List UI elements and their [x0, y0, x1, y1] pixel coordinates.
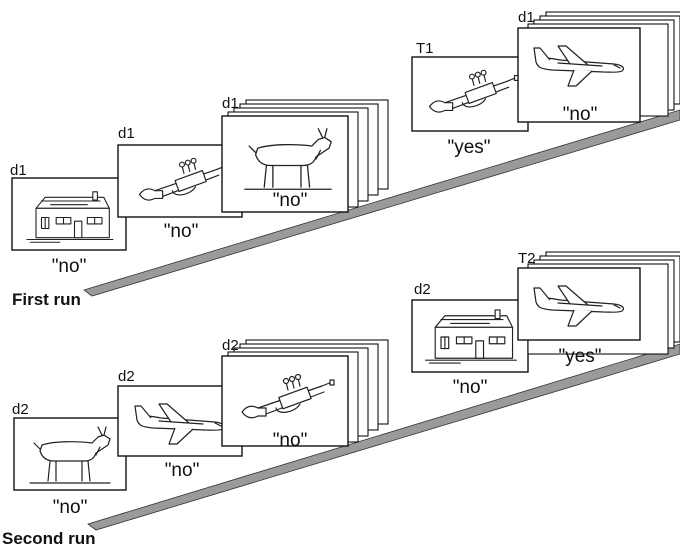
run1-card-1-tag: d1 — [10, 162, 27, 179]
run2-card-4-response: "no" — [453, 377, 488, 398]
run1-card-4-response: "yes" — [447, 137, 490, 158]
run1-card-2-tag: d1 — [118, 125, 135, 142]
run2-card-2-tag: d2 — [118, 368, 135, 385]
run2-card-5: T2 "yes" — [517, 250, 680, 367]
run2-card-5-tag: T2 — [518, 250, 536, 267]
second-run-time-wedge — [87, 343, 680, 531]
run1-card-5-response: "no" — [563, 104, 598, 125]
first-run-time-wedge — [83, 109, 680, 297]
run1-card-3-response: "no" — [273, 190, 308, 211]
run1-card-1-response: "no" — [52, 256, 87, 277]
run2-card-3-response: "no" — [273, 430, 308, 451]
run2-card-2-response: "no" — [165, 460, 200, 481]
second-run-label: Second run — [2, 529, 96, 546]
run2-card-1-tag: d2 — [12, 401, 29, 418]
run1-card-4-tag: T1 — [416, 40, 434, 57]
run2-card-4-tag: d2 — [414, 281, 431, 298]
first-run-label: First run — [12, 290, 81, 309]
run1-card-3-tag: d1 — [222, 95, 239, 112]
run1-card-5: d1 "no" — [517, 9, 680, 125]
first-run-group: d1 "no" d1 "no" d1 "no" T1 — [10, 9, 680, 309]
run1-card-1: d1 "no" — [10, 162, 127, 277]
run2-card-4: d2 "no" — [411, 281, 529, 398]
run2-card-3: d2 "no" — [221, 337, 389, 451]
run2-card-1: d2 "no" — [12, 401, 127, 518]
run1-card-2-response: "no" — [164, 221, 199, 242]
run2-card-3-tag: d2 — [222, 337, 239, 354]
run1-card-4: T1 "yes" — [411, 40, 529, 158]
run1-card-5-tag: d1 — [518, 9, 535, 26]
run1-card-3: d1 "no" — [221, 95, 389, 213]
second-run-group: d2 "no" d2 "no" d2 "no" d2 — [2, 250, 680, 548]
run2-card-5-response: "yes" — [558, 346, 601, 367]
run2-card-1-response: "no" — [53, 497, 88, 518]
